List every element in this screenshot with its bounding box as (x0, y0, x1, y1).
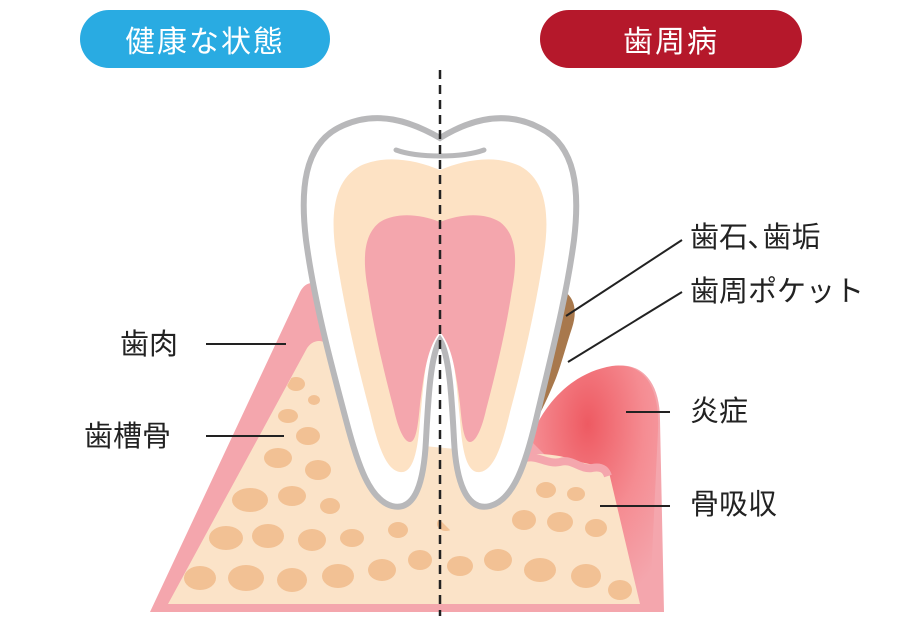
enamel-highlight (393, 147, 487, 159)
periodontal-disease-header: 歯周病 (540, 10, 802, 68)
pocket-leader (567, 291, 683, 363)
bone-cells (184, 377, 632, 600)
label-alveolar-bone: 歯槽骨 (84, 419, 172, 453)
bone-resorption-edge (518, 453, 612, 478)
label-bone-resorption: 骨吸収 (690, 487, 778, 521)
healthy-state-header: 健康な状態 (80, 10, 330, 68)
tartar-leader (565, 239, 683, 317)
inflamed-gum (530, 365, 659, 600)
label-gum: 歯肉 (120, 327, 179, 361)
label-periodontal-pocket: 歯周ポケット (690, 274, 865, 308)
label-inflammation: 炎症 (690, 394, 749, 428)
label-tartar-plaque: 歯石､歯垢 (690, 220, 821, 254)
